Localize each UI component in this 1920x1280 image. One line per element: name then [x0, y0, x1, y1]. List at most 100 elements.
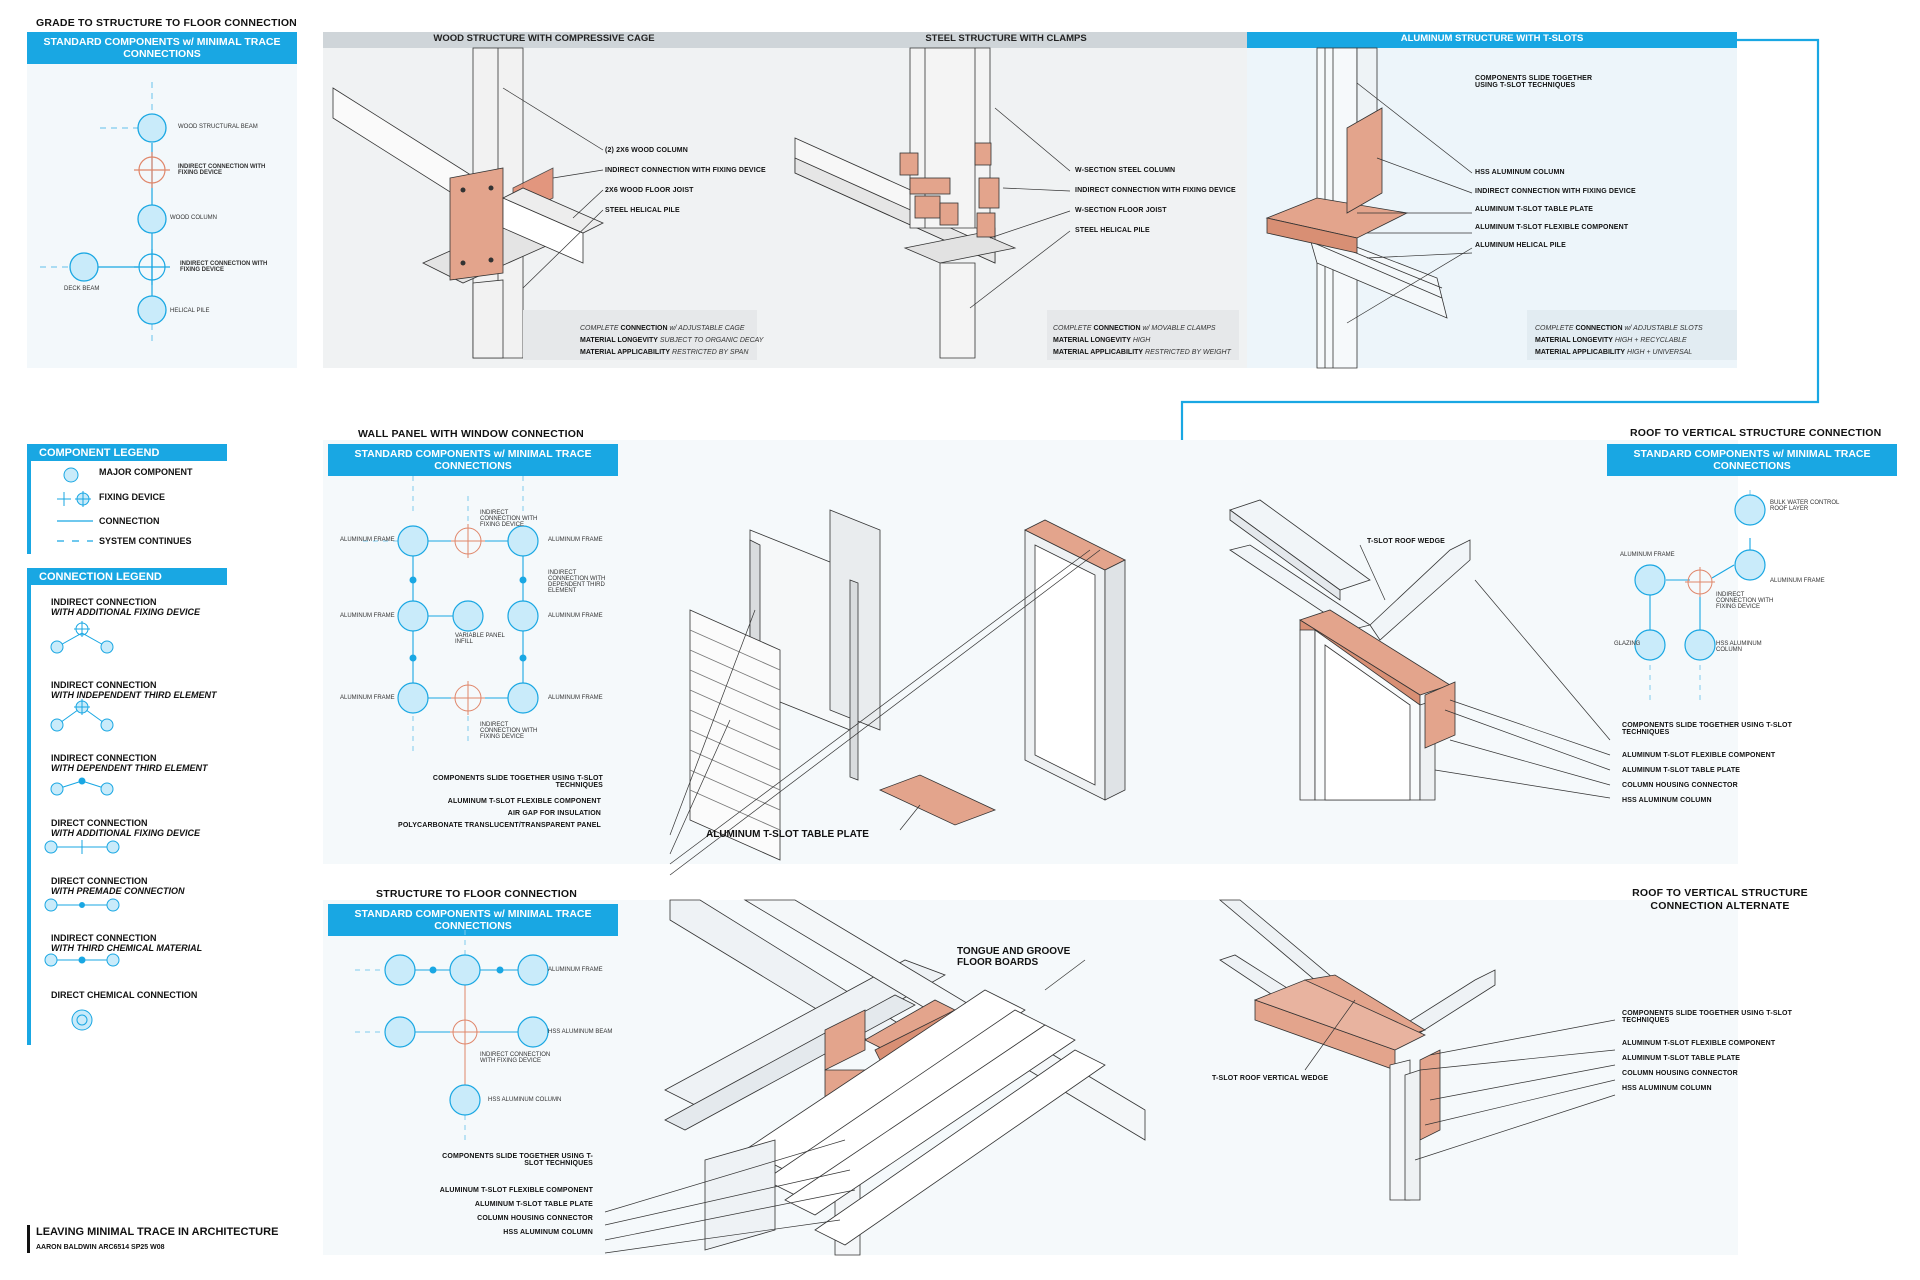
grade-node-label: HELICAL PILE — [170, 308, 210, 314]
wall-node-label: ALUMINUM FRAME — [548, 537, 603, 543]
wall-title: WALL PANEL WITH WINDOW CONNECTION — [358, 428, 584, 440]
conn-legend-item: DIRECT CHEMICAL CONNECTION — [51, 990, 198, 1000]
steel-caption-2: MATERIAL LONGEVITY HIGH — [1053, 337, 1151, 344]
steel-label: STEEL HELICAL PILE — [1075, 227, 1150, 234]
roof-alt-title: ROOF TO VERTICAL STRUCTURE CONNECTION AL… — [1632, 887, 1808, 912]
floor-drawing — [604, 899, 1146, 1256]
steel-caption-3: MATERIAL APPLICABILITY RESTRICTED BY WEI… — [1053, 349, 1231, 356]
aluminum-structure-drawing — [1265, 47, 1737, 369]
roof-label: COMPONENTS SLIDE TOGETHER USING T-SLOT T… — [1622, 722, 1793, 736]
alum-label: ALUMINUM HELICAL PILE — [1475, 242, 1566, 249]
grade-badge: STANDARD COMPONENTS w/ MINIMAL TRACE CON… — [27, 32, 297, 64]
legend-connection: CONNECTION — [99, 516, 160, 526]
wall-exploded-drawing — [669, 509, 1126, 876]
roof-alt-label: ALUMINUM T-SLOT FLEXIBLE COMPONENT — [1622, 1040, 1776, 1047]
footer-rule — [27, 1225, 30, 1253]
legend-system-continues: SYSTEM CONTINUES — [99, 536, 192, 546]
floor-title: STRUCTURE TO FLOOR CONNECTION — [376, 888, 578, 900]
floor-node-label: INDIRECT CONNECTION WITH FIXING DEVICE — [480, 1052, 551, 1064]
connection-legend — [27, 585, 227, 1045]
component-legend — [27, 461, 227, 554]
roof-title: ROOF TO VERTICAL STRUCTURE CONNECTION — [1630, 427, 1882, 439]
wood-caption-3: MATERIAL APPLICABILITY RESTRICTED BY SPA… — [580, 349, 749, 356]
roof-wedge-label: T-SLOT ROOF WEDGE — [1367, 538, 1445, 545]
wall-label: ALUMINUM T-SLOT FLEXIBLE COMPONENT — [447, 798, 601, 805]
wood-caption-1: COMPLETE CONNECTION w/ ADJUSTABLE CAGE — [580, 325, 745, 332]
legend-major-component: MAJOR COMPONENT — [99, 467, 193, 477]
wood-caption-2: MATERIAL LONGEVITY SUBJECT TO ORGANIC DE… — [580, 337, 764, 344]
floor-label: COLUMN HOUSING CONNECTOR — [477, 1215, 593, 1222]
wall-badge: STANDARD COMPONENTS w/ MINIMAL TRACE CON… — [328, 444, 618, 476]
floor-node-diagram — [355, 930, 549, 1140]
roof-alt-label: HSS ALUMINUM COLUMN — [1622, 1085, 1712, 1092]
roof-alt-wedge-label: T-SLOT ROOF VERTICAL WEDGE — [1212, 1075, 1329, 1082]
floor-label: ALUMINUM T-SLOT TABLE PLATE — [474, 1201, 593, 1208]
alum-label: ALUMINUM T-SLOT FLEXIBLE COMPONENT — [1475, 224, 1629, 231]
floor-roofalt-panel — [323, 900, 1738, 1255]
roof-node-label: ALUMINUM FRAME — [1770, 578, 1825, 584]
wood-label: STEEL HELICAL PILE — [605, 207, 680, 214]
alum-label: COMPONENTS SLIDE TOGETHER USING T-SLOT T… — [1475, 75, 1593, 89]
floor-badge: STANDARD COMPONENTS w/ MINIMAL TRACE CON… — [328, 904, 618, 936]
grade-node-label: INDIRECT CONNECTION WITH FIXING DEVICE — [180, 261, 268, 273]
roof-label: HSS ALUMINUM COLUMN — [1622, 797, 1712, 804]
wall-label: COMPONENTS SLIDE TOGETHER USING T-SLOT T… — [432, 775, 603, 789]
steel-label: W-SECTION STEEL COLUMN — [1075, 167, 1176, 174]
steel-caption-1: COMPLETE CONNECTION w/ MOVABLE CLAMPS — [1053, 325, 1216, 332]
grade-node-label: DECK BEAM — [64, 286, 100, 292]
roof-node-label: INDIRECT CONNECTION WITH FIXING DEVICE — [1716, 592, 1774, 610]
wall-node-label: ALUMINUM FRAME — [548, 695, 603, 701]
roof-node-label: HSS ALUMINUM COLUMN — [1716, 641, 1762, 653]
roof-node-label: BULK WATER CONTROL ROOF LAYER — [1770, 500, 1840, 512]
steel-label: INDIRECT CONNECTION WITH FIXING DEVICE — [1075, 187, 1236, 194]
floor-label: COMPONENTS SLIDE TOGETHER USING T-SLOT T… — [442, 1153, 593, 1167]
component-legend-title: COMPONENT LEGEND — [27, 444, 227, 461]
wall-node-label: ALUMINUM FRAME — [340, 695, 395, 701]
wall-node-label: ALUMINUM FRAME — [340, 613, 395, 619]
grade-node-label: WOOD STRUCTURAL BEAM — [178, 124, 258, 130]
alum-caption-1: COMPLETE CONNECTION w/ ADJUSTABLE SLOTS — [1535, 325, 1703, 332]
tab-wood[interactable]: WOOD STRUCTURE WITH COMPRESSIVE CAGE — [323, 32, 765, 48]
floor-node-label: HSS ALUMINUM COLUMN — [488, 1097, 562, 1103]
wall-node-label: ALUMINUM FRAME — [548, 613, 603, 619]
connection-legend-title: CONNECTION LEGEND — [27, 568, 227, 585]
wood-label: 2X6 WOOD FLOOR JOIST — [605, 187, 694, 194]
alum-label: INDIRECT CONNECTION WITH FIXING DEVICE — [1475, 188, 1636, 195]
tab-aluminum[interactable]: ALUMINUM STRUCTURE WITH T-SLOTS — [1247, 32, 1737, 48]
wall-node-label: INDIRECT CONNECTION WITH FIXING DEVICE — [480, 722, 538, 740]
roof-alt-label: COLUMN HOUSING CONNECTOR — [1622, 1070, 1738, 1077]
footer-title: LEAVING MINIMAL TRACE IN ARCHITECTURE — [36, 1226, 279, 1238]
roof-alt-label: ALUMINUM T-SLOT TABLE PLATE — [1622, 1055, 1741, 1062]
roof-node-diagram — [1634, 490, 1766, 700]
wall-node-label: VARIABLE PANEL INFILL — [455, 633, 505, 645]
tab-steel[interactable]: STEEL STRUCTURE WITH CLAMPS — [765, 32, 1247, 48]
steel-structure-drawing — [794, 47, 1239, 360]
wood-label: INDIRECT CONNECTION WITH FIXING DEVICE — [605, 167, 766, 174]
footer-subtitle: AARON BALDWIN ARC6514 SP25 W08 — [36, 1244, 165, 1251]
grade-node-label: INDIRECT CONNECTION WITH FIXING DEVICE — [178, 164, 266, 176]
floor-node-label: HSS ALUMINUM BEAM — [548, 1029, 613, 1035]
grade-title: GRADE TO STRUCTURE TO FLOOR CONNECTION — [36, 17, 297, 29]
wall-node-label: INDIRECT CONNECTION WITH FIXING DEVICE — [480, 510, 538, 528]
roof-alt-label: COMPONENTS SLIDE TOGETHER USING T-SLOT T… — [1622, 1010, 1793, 1024]
wall-node-label: INDIRECT CONNECTION WITH DEPENDENT THIRD… — [548, 570, 606, 594]
alum-caption-2: MATERIAL LONGEVITY HIGH + RECYCLABLE — [1535, 337, 1687, 344]
roof-label: COLUMN HOUSING CONNECTOR — [1622, 782, 1738, 789]
roof-node-label: ALUMINUM FRAME — [1620, 552, 1675, 558]
wall-node-diagram — [363, 476, 539, 756]
roof-badge: STANDARD COMPONENTS w/ MINIMAL TRACE CON… — [1607, 444, 1897, 476]
grade-node-diagram — [40, 82, 170, 345]
roof-drawing — [1229, 499, 1611, 801]
component-legend-symbols — [57, 467, 93, 542]
roof-label: ALUMINUM T-SLOT TABLE PLATE — [1622, 767, 1741, 774]
floor-boards-label: TONGUE AND GROOVE FLOOR BOARDS — [957, 946, 1071, 968]
roof-alt-drawing — [1218, 899, 1616, 1201]
floor-label: ALUMINUM T-SLOT FLEXIBLE COMPONENT — [439, 1187, 593, 1194]
wood-structure-drawing — [332, 47, 757, 360]
alum-caption-3: MATERIAL APPLICABILITY HIGH + UNIVERSAL — [1535, 349, 1693, 356]
legend-fixing-device: FIXING DEVICE — [99, 492, 166, 502]
